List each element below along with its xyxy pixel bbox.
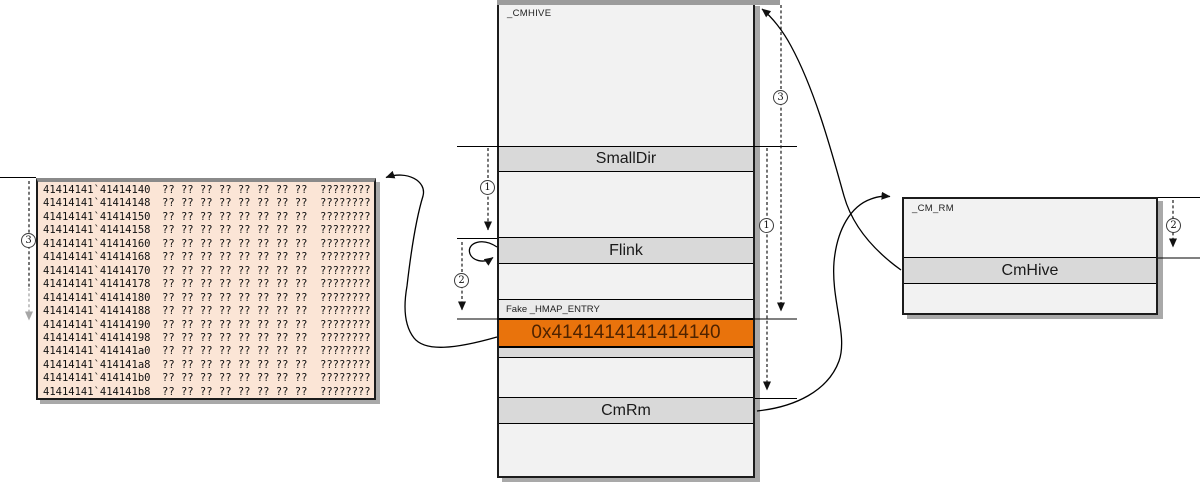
pointer-cmhive-to-cmhive-struct [761,8,902,271]
memory-dump-row: 41414141`41414188 ?? ?? ?? ?? ?? ?? ?? ?… [43,305,374,318]
cmhive-top-shadow-strip [497,0,780,5]
dump-byte-values: ?? ?? ?? ?? ?? ?? ?? ?? [162,345,308,358]
dump-ascii: ???????? [320,251,371,264]
dump-address: 41414141`41414180 [43,291,151,304]
dump-address: 41414141`41414168 [43,251,151,264]
memory-dump-row: 41414141`414141a0 ?? ?? ?? ?? ?? ?? ?? ?… [43,345,374,358]
dump-ascii: ???????? [320,318,371,331]
dump-byte-values: ?? ?? ?? ?? ?? ?? ?? ?? [162,237,308,250]
memory-dump-row: 41414141`41414140 ?? ?? ?? ?? ?? ?? ?? ?… [43,184,374,197]
dump-ascii: ???????? [320,237,371,250]
dump-ascii: ???????? [320,291,371,304]
dump-ascii: ???????? [320,331,371,344]
memory-dump-row: 41414141`41414180 ?? ?? ?? ?? ?? ?? ?? ?… [43,292,374,305]
pointer-payload-to-dump [385,170,498,348]
dump-ascii: ???????? [320,264,371,277]
dump-address: 41414141`41414198 [43,331,151,344]
memory-dump-row: 41414141`41414178 ?? ?? ?? ?? ?? ?? ?? ?… [43,278,374,291]
dump-byte-values: ?? ?? ?? ?? ?? ?? ?? ?? [162,372,308,385]
memory-dump-row: 41414141`414141b0 ?? ?? ?? ?? ?? ?? ?? ?… [43,372,374,385]
step-badge-3-dump: 3 [21,233,36,248]
dump-address: 41414141`414141b8 [43,385,151,398]
dump-address: 41414141`41414148 [43,197,151,210]
dump-address: 41414141`41414188 [43,305,151,318]
dump-ascii: ???????? [320,184,371,196]
memory-dump-row: 41414141`41414150 ?? ?? ?? ?? ?? ?? ?? ?… [43,211,374,224]
dump-byte-values: ?? ?? ?? ?? ?? ?? ?? ?? [162,331,308,344]
memory-dump-row: 41414141`41414170 ?? ?? ?? ?? ?? ?? ?? ?… [43,265,374,278]
cmhive-pointer-field: CmHive [904,257,1156,284]
memory-dump-row: 41414141`41414198 ?? ?? ?? ?? ?? ?? ?? ?… [43,332,374,345]
dump-byte-values: ?? ?? ?? ?? ?? ?? ?? ?? [162,224,308,237]
dump-ascii: ???????? [320,385,371,398]
memory-dump-row: 41414141`41414160 ?? ?? ?? ?? ?? ?? ?? ?… [43,238,374,251]
dump-byte-values: ?? ?? ?? ?? ?? ?? ?? ?? [162,278,308,291]
dump-address: 41414141`41414140 [43,184,151,196]
dump-byte-values: ?? ?? ?? ?? ?? ?? ?? ?? [162,291,308,304]
memory-dump-row: 41414141`41414168 ?? ?? ?? ?? ?? ?? ?? ?… [43,251,374,264]
memory-dump-row: 41414141`414141b8 ?? ?? ?? ?? ?? ?? ?? ?… [43,386,374,399]
step-badge-3-right: 3 [773,90,788,105]
dump-byte-values: ?? ?? ?? ?? ?? ?? ?? ?? [162,210,308,223]
memory-dump-row: 41414141`414141a8 ?? ?? ?? ?? ?? ?? ?? ?… [43,359,374,372]
dump-address: 41414141`41414150 [43,210,151,223]
dump-byte-values: ?? ?? ?? ?? ?? ?? ?? ?? [162,197,308,210]
dump-address: 41414141`41414160 [43,237,151,250]
dump-byte-values: ?? ?? ?? ?? ?? ?? ?? ?? [162,385,308,398]
memory-dump-rows: 41414141`41414140 ?? ?? ?? ?? ?? ?? ?? ?… [38,182,374,399]
dump-address: 41414141`414141a0 [43,345,151,358]
step-badge-2-left: 2 [454,273,469,288]
dump-ascii: ???????? [320,197,371,210]
dump-ascii: ???????? [320,278,371,291]
step-badge-2-cm-rm: 2 [1166,218,1181,233]
flink-field: Flink [499,237,753,264]
dump-address: 41414141`414141a8 [43,358,151,371]
smalldir-field: SmallDir [499,146,753,172]
dump-ascii: ???????? [320,224,371,237]
dump-address: 41414141`41414170 [43,264,151,277]
memory-dump-row: 41414141`41414190 ?? ?? ?? ?? ?? ?? ?? ?… [43,319,374,332]
dump-address: 41414141`414141b0 [43,372,151,385]
memory-dump-row: 41414141`41414158 ?? ?? ?? ?? ?? ?? ?? ?… [43,224,374,237]
thin-gray-field [499,347,753,358]
step-badge-1-left: 1 [480,180,495,195]
dump-ascii: ???????? [320,345,371,358]
cmhive-struct-box: _CMHIVE SmallDir Flink Fake _HMAP_ENTRY … [497,2,755,478]
dump-ascii: ???????? [320,358,371,371]
dump-byte-values: ?? ?? ?? ?? ?? ?? ?? ?? [162,318,308,331]
dump-address: 41414141`41414158 [43,224,151,237]
pointer-cmrm-to-cm-rm [756,191,891,412]
cmhive-struct-title: _CMHIVE [507,8,552,19]
fake-hmap-entry-field: Fake _HMAP_ENTRY [499,299,753,319]
dump-byte-values: ?? ?? ?? ?? ?? ?? ?? ?? [162,358,308,371]
cmrm-field: CmRm [499,397,753,424]
dump-byte-values: ?? ?? ?? ?? ?? ?? ?? ?? [162,305,308,318]
dump-byte-values: ?? ?? ?? ?? ?? ?? ?? ?? [162,184,308,196]
cm-rm-struct-box: _CM_RM CmHive [902,197,1158,315]
dump-byte-values: ?? ?? ?? ?? ?? ?? ?? ?? [162,251,308,264]
dump-ascii: ???????? [320,372,371,385]
dump-ascii: ???????? [320,305,371,318]
payload-pointer-field: 0x4141414141414140 [499,319,753,347]
dump-address: 41414141`41414178 [43,278,151,291]
pointer-flink-self-loop [468,241,498,266]
memory-dump-panel: 41414141`41414140 ?? ?? ?? ?? ?? ?? ?? ?… [36,178,376,400]
step-badge-1-right: 1 [759,218,774,233]
dump-ascii: ???????? [320,210,371,223]
dump-address: 41414141`41414190 [43,318,151,331]
cm-rm-struct-title: _CM_RM [912,203,954,214]
dump-byte-values: ?? ?? ?? ?? ?? ?? ?? ?? [162,264,308,277]
memory-dump-row: 41414141`41414148 ?? ?? ?? ?? ?? ?? ?? ?… [43,197,374,210]
